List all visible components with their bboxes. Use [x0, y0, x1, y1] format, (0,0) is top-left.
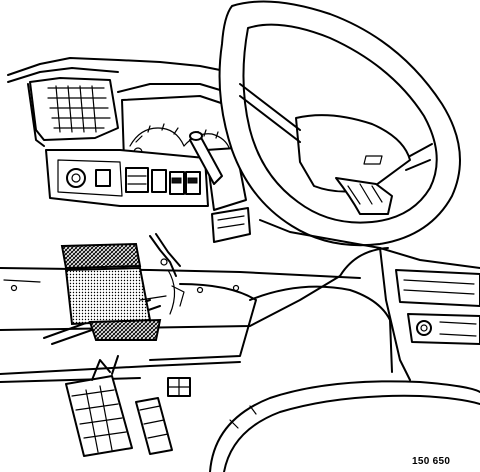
- switch-panel: [45, 149, 209, 207]
- figure-number: 150 650: [412, 456, 451, 467]
- air-vent: [27, 77, 119, 147]
- lower-panel: [0, 247, 393, 383]
- steering-column: [189, 131, 251, 243]
- seat: [209, 380, 480, 472]
- pedal-cluster: [65, 355, 191, 457]
- right-console: [259, 219, 480, 381]
- steering-wheel: [218, 0, 461, 247]
- fuse-box: [60, 233, 185, 341]
